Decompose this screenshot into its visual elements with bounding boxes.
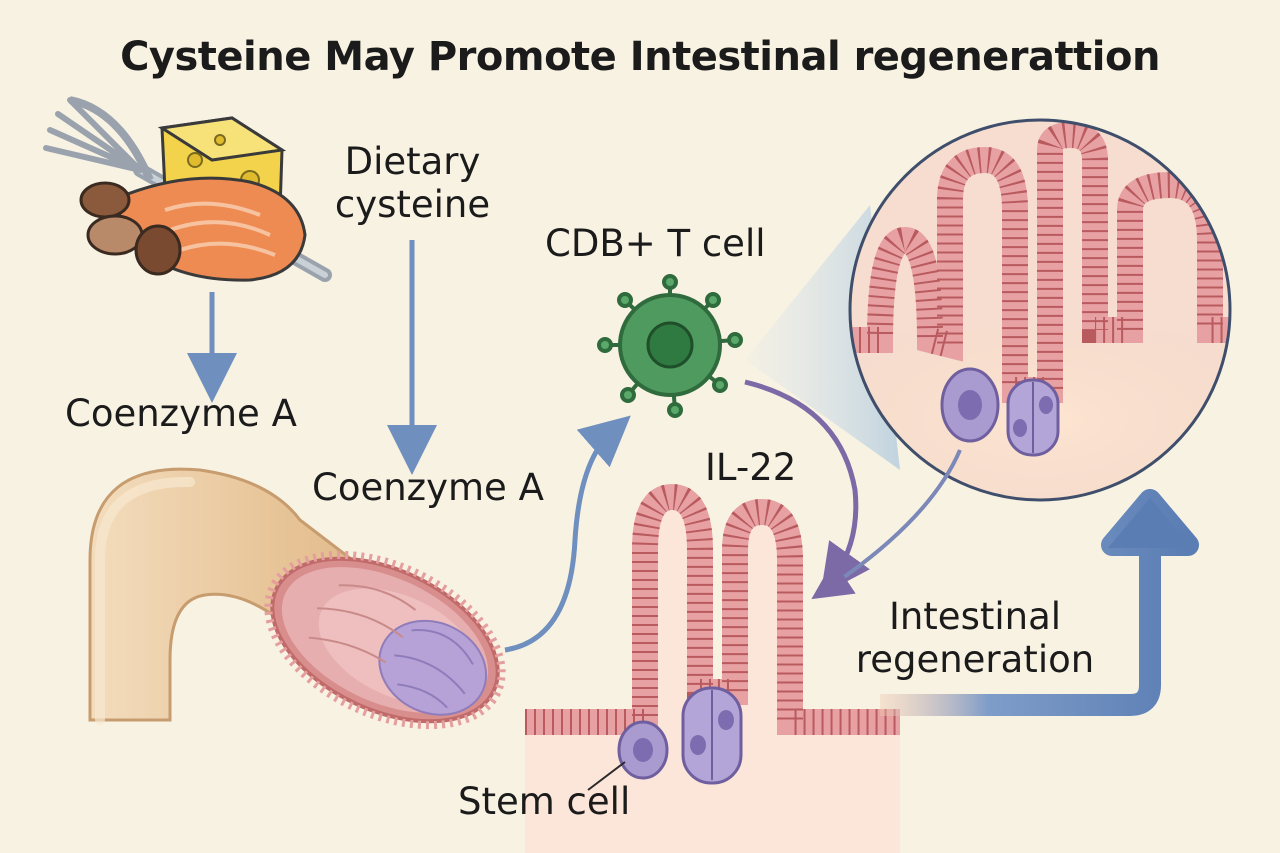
intestine-tube — [88, 467, 506, 730]
arrow-t-cell-to-regeneration — [744, 379, 870, 596]
label-intestinal-regeneration: Intestinal regeneration — [840, 595, 1110, 681]
page-title: Cysteine May Promote Intestinal regenera… — [120, 34, 1160, 80]
arrow-circle-stem-to-regeneration — [811, 449, 962, 600]
lower-villi-tissue — [525, 483, 900, 853]
label-regeneration: regeneration — [855, 638, 1095, 681]
food-illustration — [43, 96, 332, 282]
label-cysteine: cysteine — [334, 183, 491, 226]
label-dietary: Dietary — [344, 140, 481, 183]
zoom-circle — [848, 118, 1232, 502]
t-cell-icon — [597, 274, 743, 418]
label-dietary-cysteine: Dietary cysteine — [330, 140, 495, 226]
label-intestinal: Intestinal — [888, 595, 1062, 638]
label-stem-cell: Stem cell — [458, 780, 631, 823]
label-coenzyme-a-center: Coenzyme A — [312, 466, 544, 509]
label-il22: IL-22 — [705, 446, 797, 489]
stem-cell-icon — [617, 720, 669, 780]
label-t-cell: CDB+ T cell — [545, 222, 766, 265]
label-coenzyme-a-left: Coenzyme A — [65, 392, 297, 435]
nuts-icon — [79, 181, 182, 276]
stem-cell-pointer — [587, 761, 626, 791]
arrow-tube-to-t-cell — [504, 415, 631, 653]
